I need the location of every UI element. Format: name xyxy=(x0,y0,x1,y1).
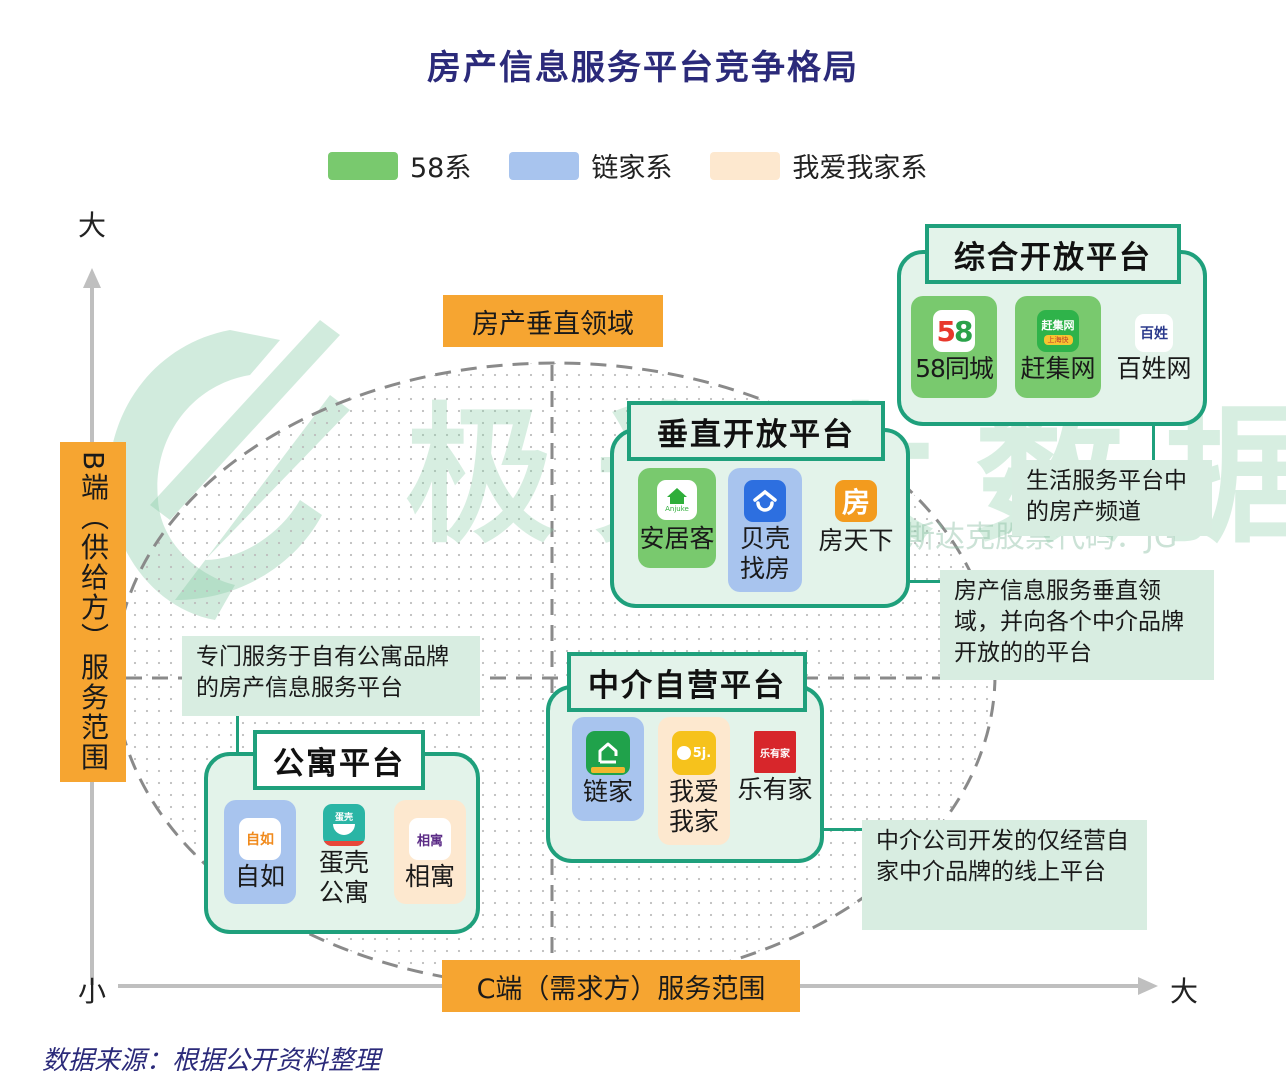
danke-logo-icon: 蛋壳 xyxy=(323,804,365,846)
baixing-logo-icon: 百姓 xyxy=(1135,314,1173,352)
ganji-logo-icon: 赶集网 上海快 xyxy=(1037,310,1079,352)
app-ganji[interactable]: 赶集网 上海快 赶集网 xyxy=(1015,296,1101,398)
x-axis-low-label: 小 xyxy=(78,975,107,1008)
legend-label: 58系 xyxy=(410,153,472,184)
ziroom-logo-icon: 自如 xyxy=(239,818,281,860)
app-beike[interactable]: 贝壳找房 xyxy=(728,468,802,592)
app-name: 乐有家 xyxy=(737,775,813,804)
legend-item-5i5j: 我爱我家系 xyxy=(710,146,927,185)
group-title-comprehensive: 综合开放平台 xyxy=(925,224,1181,284)
legend-swatch-58 xyxy=(328,151,398,180)
real-estate-vertical-tag: 房产垂直领域 xyxy=(443,295,663,347)
group-agency: 链家 5j. 我爱我家 乐有家 乐有家 xyxy=(546,685,824,863)
data-source: 数据来源：根据公开资料整理 xyxy=(42,1046,381,1076)
legend-swatch-5i5j xyxy=(710,151,781,180)
app-name: 赶集网 xyxy=(1020,354,1096,383)
leyoujia-logo-icon: 乐有家 xyxy=(754,731,796,773)
app-58tongcheng[interactable]: 58 58同城 xyxy=(911,296,997,398)
app-name: 我爱我家 xyxy=(668,777,719,836)
x-axis-label: C端（需求方）服务范围 xyxy=(442,960,800,1012)
legend-label: 链家系 xyxy=(591,153,673,184)
legend: 58系 链家系 我爱我家系 xyxy=(328,146,965,185)
app-name: 58同城 xyxy=(915,354,994,383)
app-danke[interactable]: 蛋壳 蛋壳公寓 xyxy=(308,800,380,914)
5i5j-logo-icon: 5j. xyxy=(672,731,716,775)
y-axis-arrow-icon xyxy=(83,268,101,288)
lianjia-logo-icon xyxy=(586,731,630,775)
app-name: 安居客 xyxy=(639,524,715,553)
group-title-apartment: 公寓平台 xyxy=(253,730,425,790)
note-vertical: 房产信息服务垂直领域，并向各个中介品牌开放的的平台 xyxy=(940,570,1214,680)
connector-line xyxy=(824,828,864,831)
chart-title: 房产信息服务平台竞争格局 xyxy=(427,48,859,88)
legend-swatch-lianjia xyxy=(509,151,580,180)
y-axis-high-label: 大 xyxy=(78,209,107,242)
legend-label: 我爱我家系 xyxy=(792,153,928,184)
y-axis-label-box: B端（供给方）服务范围 xyxy=(60,442,126,782)
x-axis-arrow-icon xyxy=(1138,977,1158,995)
app-anjuke[interactable]: Anjuke 安居客 xyxy=(638,468,716,568)
connector-line xyxy=(1152,426,1155,466)
note-agency: 中介公司开发的仅经营自家中介品牌的线上平台 xyxy=(862,820,1147,930)
y-axis-label: B端（供给方）服务范围 xyxy=(77,451,110,773)
xiangyu-logo-icon: 相寓 xyxy=(409,818,451,860)
connector-line xyxy=(236,716,239,756)
app-ziroom[interactable]: 自如 自如 xyxy=(224,800,296,904)
beike-logo-icon xyxy=(744,480,786,522)
app-lianjia[interactable]: 链家 xyxy=(572,717,644,821)
app-name: 房天下 xyxy=(818,526,894,555)
app-baixing[interactable]: 百姓 百姓网 xyxy=(1109,296,1199,398)
legend-item-58: 58系 xyxy=(328,146,471,185)
group-title-vertical: 垂直开放平台 xyxy=(627,401,885,461)
app-leyoujia[interactable]: 乐有家 乐有家 xyxy=(732,717,818,817)
app-name: 相寓 xyxy=(404,862,455,891)
x-axis-high-label: 大 xyxy=(1170,975,1199,1008)
app-name: 自如 xyxy=(234,862,285,891)
note-apartment: 专门服务于自有公寓品牌的房产信息服务平台 xyxy=(182,636,480,716)
anjuke-logo-icon: Anjuke xyxy=(657,480,697,520)
app-name: 贝壳找房 xyxy=(739,524,790,583)
app-fangtianxia[interactable]: 房 房天下 xyxy=(810,468,902,568)
legend-item-lianjia: 链家系 xyxy=(509,146,672,185)
fang-logo-icon: 房 xyxy=(835,480,877,522)
group-title-agency: 中介自营平台 xyxy=(567,652,807,712)
app-xiangyu[interactable]: 相寓 相寓 xyxy=(394,800,466,904)
connector-line xyxy=(910,580,942,583)
app-name: 蛋壳公寓 xyxy=(318,848,369,907)
58-logo-icon: 58 xyxy=(933,310,975,352)
app-5i5j[interactable]: 5j. 我爱我家 xyxy=(658,717,730,845)
note-comprehensive: 生活服务平台中的房产频道 xyxy=(1012,460,1212,536)
app-name: 百姓网 xyxy=(1116,354,1192,383)
app-name: 链家 xyxy=(582,777,633,806)
